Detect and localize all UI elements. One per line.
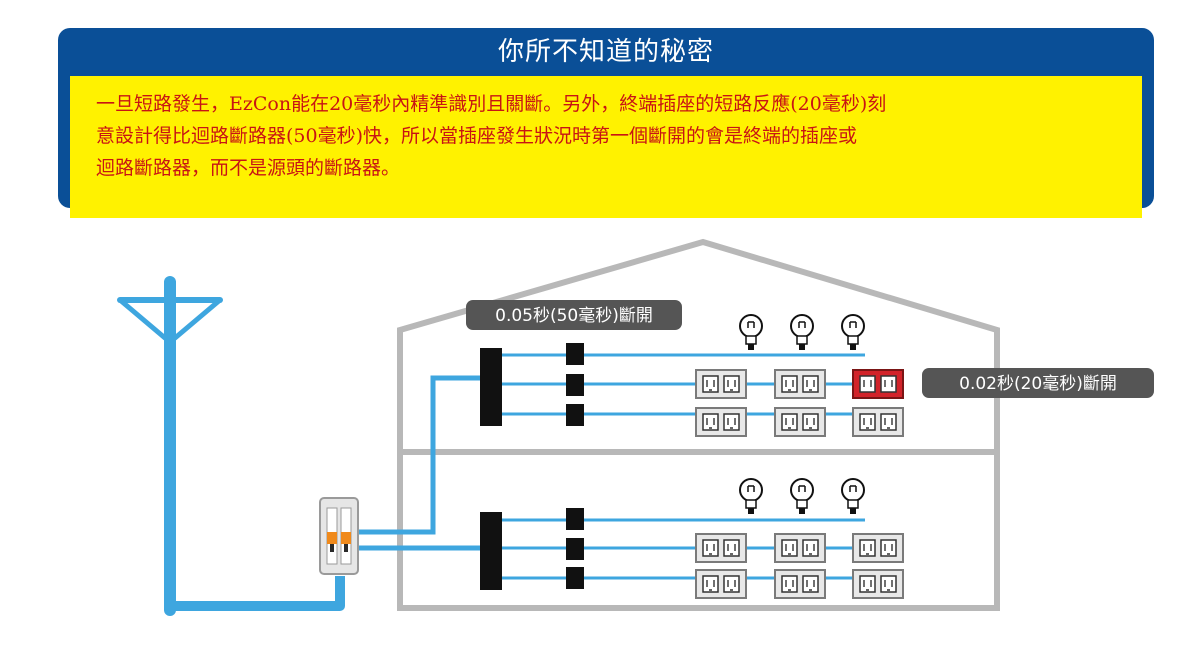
outlets-lower <box>695 533 904 599</box>
info-panel-line-3: 迴路斷路器，而不是源頭的斷路器。 <box>96 157 401 179</box>
supply-wire <box>170 576 345 611</box>
outlet-icon <box>774 407 826 437</box>
outlet-icon <box>852 569 904 599</box>
info-panel-line-2: 意設計得比迴路斷路器(50毫秒)快，所以當插座發生狀況時第一個斷開的會是終端的插… <box>96 125 858 147</box>
bulbs-upper <box>739 314 865 351</box>
bulbs-lower <box>739 478 865 515</box>
outlet-icon <box>774 533 826 563</box>
callout-outlet-text: 0.02秒(20毫秒)斷開 <box>959 374 1117 394</box>
callout-outlet: 0.02秒(20毫秒)斷開 <box>922 368 1154 398</box>
info-panel: 你所不知道的秘密 一旦短路發生，EzCon能在20毫秒內精準識別且關斷。另外，終… <box>58 28 1154 218</box>
circuit-breakers-lower <box>566 508 584 589</box>
bulb-icon <box>841 314 865 351</box>
outlet-icon <box>695 407 747 437</box>
circuit-breakers-upper <box>566 343 584 426</box>
callout-circuit-breaker: 0.05秒(50毫秒)斷開 <box>466 300 682 330</box>
main-breaker-icon <box>319 497 359 575</box>
bus-bar-upper <box>480 348 502 426</box>
outlet-icon <box>774 369 826 399</box>
outlet-icon-tripped <box>852 369 904 399</box>
outlet-icon <box>695 569 747 599</box>
feeder-upper <box>355 375 480 535</box>
utility-pole-icon <box>117 276 223 616</box>
outlet-icon <box>852 533 904 563</box>
bulb-icon <box>841 478 865 515</box>
bus-bar-lower <box>480 512 502 590</box>
outlet-icon <box>695 369 747 399</box>
info-panel-body: 一旦短路發生，EzCon能在20毫秒內精準識別且關斷。另外，終端插座的短路反應(… <box>70 76 1142 218</box>
house-shell <box>397 238 1000 611</box>
bulb-icon <box>739 314 763 351</box>
callout-circuit-breaker-text: 0.05秒(50毫秒)斷開 <box>495 306 653 326</box>
info-panel-title: 你所不知道的秘密 <box>497 37 714 67</box>
outlet-icon <box>695 533 747 563</box>
feeder-wires <box>355 375 480 551</box>
bulb-icon <box>790 314 814 351</box>
bulb-icon <box>790 478 814 515</box>
outlet-icon <box>852 407 904 437</box>
outlets-upper <box>695 369 904 437</box>
info-panel-line-1: 一旦短路發生，EzCon能在20毫秒內精準識別且關斷。另外，終端插座的短路反應(… <box>96 93 887 115</box>
house-outline <box>397 238 1000 611</box>
bulb-icon <box>739 478 763 515</box>
outlet-icon <box>774 569 826 599</box>
